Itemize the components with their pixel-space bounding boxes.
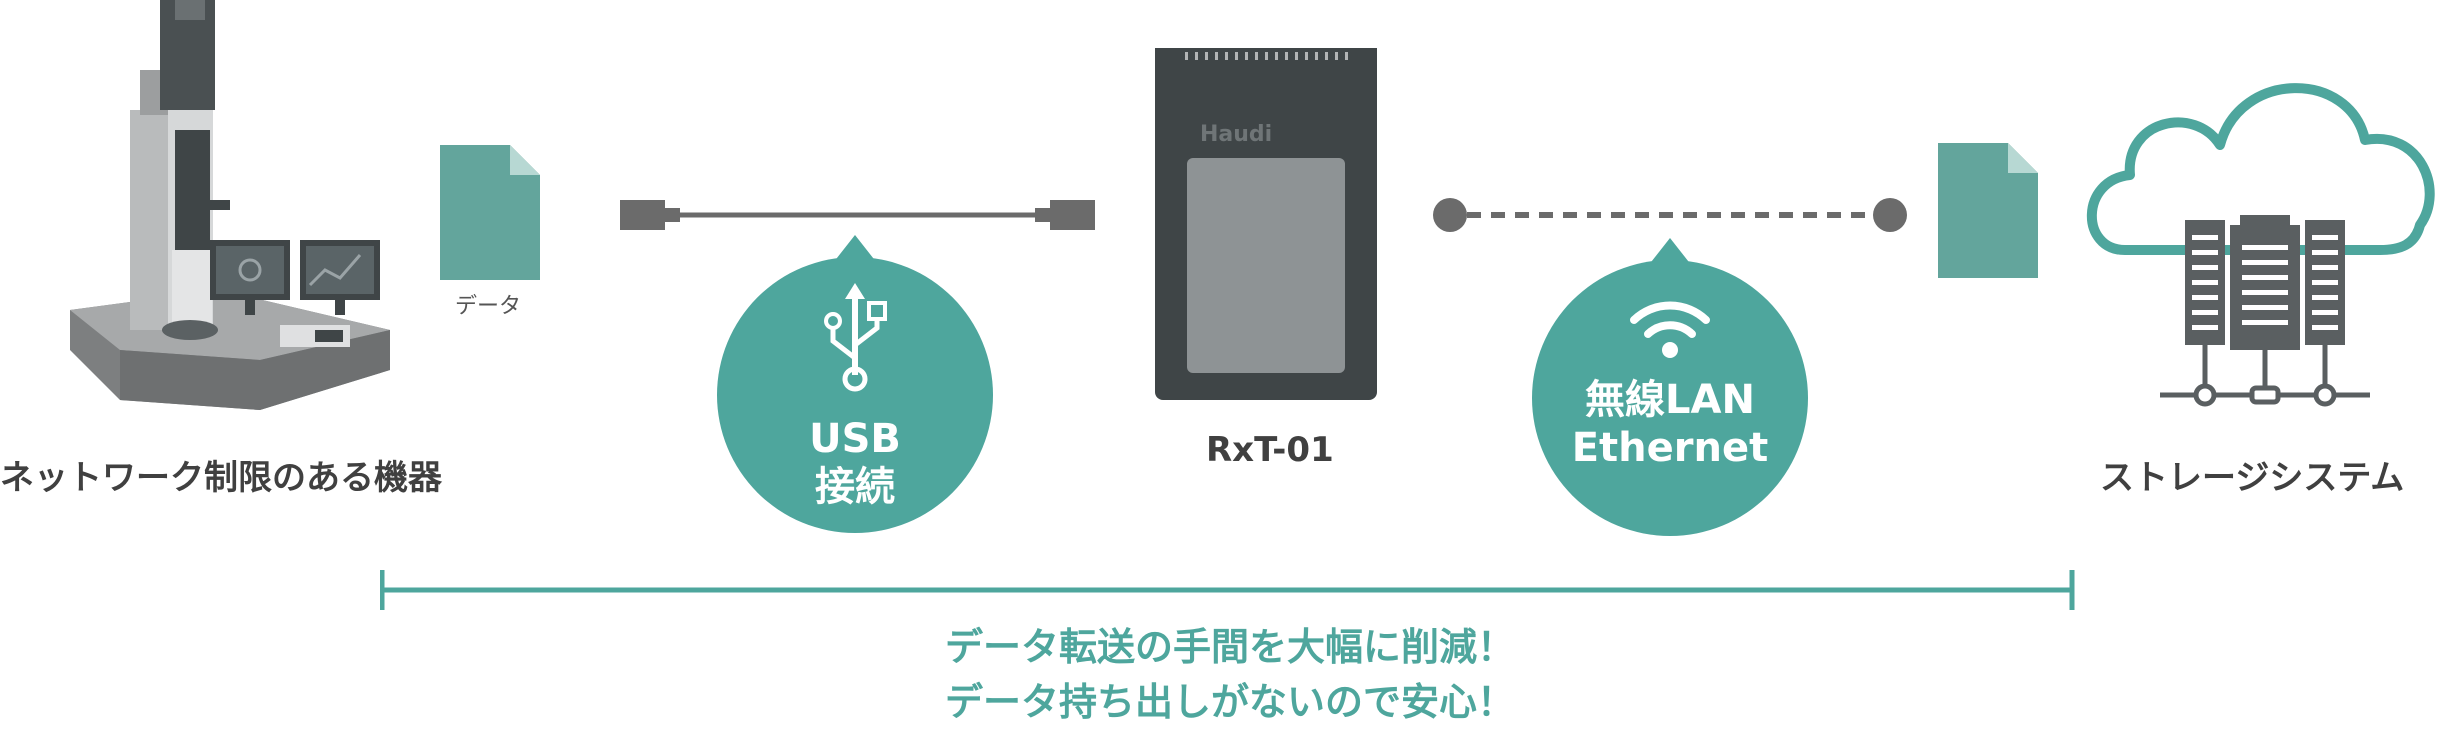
rxt-device xyxy=(1155,48,1377,400)
usb-cable xyxy=(620,200,1095,230)
rxt-device-label: RxT-01 xyxy=(1206,430,1334,470)
rxt-brand-logo: Haudi xyxy=(1200,122,1273,147)
microscope-illustration xyxy=(70,0,390,410)
ethernet-label: Ethernet xyxy=(1571,425,1769,471)
network-link xyxy=(1433,198,1907,232)
file-icon xyxy=(440,145,540,280)
span-bracket xyxy=(380,570,2075,610)
source-device-label: ネットワーク制限のある機器 xyxy=(0,458,442,498)
usb-label: USB xyxy=(809,416,901,462)
wireless-connection-bubble: 無線LAN Ethernet xyxy=(1530,238,1810,538)
file-icon-destination xyxy=(1938,143,2038,278)
benefit-line-2: データ持ち出しがないので安心！ xyxy=(944,680,1515,724)
wifi-icon xyxy=(1630,301,1710,358)
cloud-storage-illustration xyxy=(2086,83,2435,407)
usb-icon xyxy=(824,283,887,392)
usb-connection-bubble: USB 接続 xyxy=(715,235,995,535)
storage-system-label: ストレージシステム xyxy=(2100,458,2405,498)
benefit-line-1: データ転送の手間を大幅に削減！ xyxy=(944,625,1515,669)
wireless-lan-label: 無線LAN xyxy=(1585,377,1755,423)
usb-connection-label: 接続 xyxy=(815,464,895,510)
server-rack-icon xyxy=(2160,215,2370,407)
data-file-label: データ xyxy=(455,294,522,319)
